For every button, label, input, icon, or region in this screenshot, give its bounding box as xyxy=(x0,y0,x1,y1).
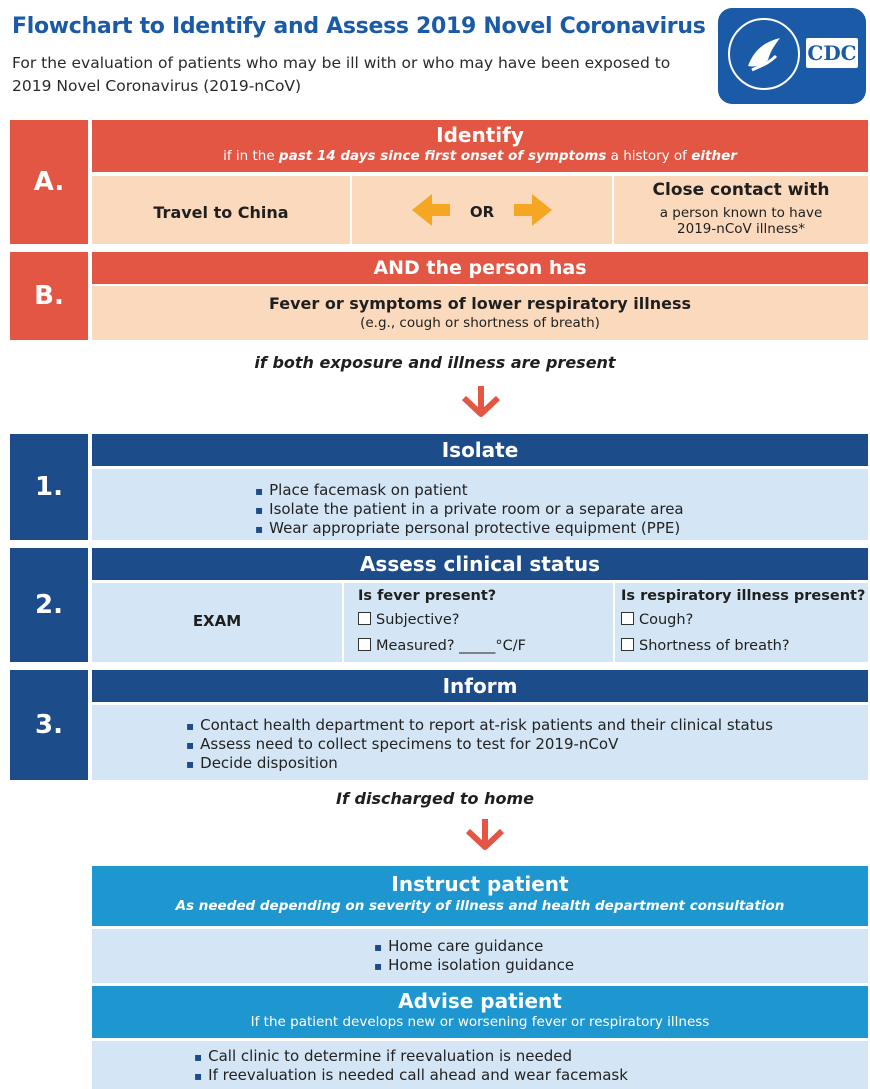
travel-cell xyxy=(92,176,350,244)
contact-cell xyxy=(614,176,868,244)
advise-heading: Advise patient xyxy=(398,989,562,1013)
list-item: Wear appropriate personal protective equ… xyxy=(255,519,684,538)
close-contact-text: a person known to have 2019-nCoV illness… xyxy=(659,205,823,237)
advise-header: Advise patient If the patient develops n… xyxy=(92,986,868,1038)
cough-option[interactable]: Cough? xyxy=(621,612,693,628)
fever-subjective-option[interactable]: Subjective? xyxy=(358,612,459,628)
list-item: Home care guidance xyxy=(374,937,574,956)
step-1-number: 1. xyxy=(10,434,88,540)
instruct-header: Instruct patient As needed depending on … xyxy=(92,866,868,926)
checkbox[interactable] xyxy=(358,612,371,625)
or-label: OR xyxy=(469,203,495,221)
section-b-sub: (e.g., cough or shortness of breath) xyxy=(360,315,600,331)
step-2-body xyxy=(92,583,868,662)
advise-list: Call clinic to determine if reevaluation… xyxy=(194,1047,628,1085)
or-arrows-icon xyxy=(412,194,552,226)
step-3-list: Contact health department to report at-r… xyxy=(186,716,773,773)
step-1-list: Place facemask on patient Isolate the pa… xyxy=(255,481,684,538)
connector-text-1: if both exposure and illness are present xyxy=(254,353,616,372)
section-b-letter: B. xyxy=(10,252,88,340)
close-contact-heading: Close contact with xyxy=(652,180,830,200)
checkbox[interactable] xyxy=(358,638,371,651)
fever-question: Is fever present? xyxy=(358,588,497,604)
cdc-wordmark: CDC xyxy=(806,38,858,68)
list-item: Isolate the patient in a private room or… xyxy=(255,500,683,519)
section-b-main: Fever or symptoms of lower respiratory i… xyxy=(268,294,692,313)
step-1-heading: Isolate xyxy=(92,434,868,466)
cdc-logo: CDC xyxy=(718,8,866,104)
checkbox[interactable] xyxy=(621,638,634,651)
instruct-list: Home care guidance Home isolation guidan… xyxy=(374,937,574,975)
section-a-heading: Identify xyxy=(436,123,524,147)
travel-to-china-text: Travel to China xyxy=(153,203,289,222)
advise-subheading: If the patient develops new or worsening… xyxy=(250,1014,710,1030)
divider xyxy=(613,583,615,662)
instruct-heading: Instruct patient xyxy=(391,872,569,896)
respiratory-question: Is respiratory illness present? xyxy=(621,588,866,604)
list-item: Call clinic to determine if reevaluation… xyxy=(194,1047,628,1066)
list-item: Assess need to collect specimens to test… xyxy=(186,735,773,754)
page-subtitle: For the evaluation of patients who may b… xyxy=(12,54,671,95)
connector-text-2: If discharged to home xyxy=(336,789,534,808)
page-title: Flowchart to Identify and Assess 2019 No… xyxy=(12,14,706,39)
down-arrow-icon xyxy=(461,386,501,417)
or-cell xyxy=(352,176,612,244)
shortness-of-breath-option[interactable]: Shortness of breath? xyxy=(621,638,790,654)
step-2-number: 2. xyxy=(10,548,88,662)
section-b-heading: AND the person has xyxy=(92,252,868,284)
list-item: Decide disposition xyxy=(186,754,773,773)
list-item: Home isolation guidance xyxy=(374,956,574,975)
section-a-subheading: if in the past 14 days since first onset… xyxy=(223,148,737,164)
down-arrow-icon xyxy=(465,819,505,850)
section-a-letter: A. xyxy=(10,120,88,244)
section-a-header: Identify if in the past 14 days since fi… xyxy=(92,120,868,172)
fever-measured-option[interactable]: Measured? _____°C/F xyxy=(358,638,526,654)
instruct-subheading: As needed depending on severity of illne… xyxy=(175,898,785,914)
hhs-seal-icon xyxy=(728,18,800,90)
step-3-number: 3. xyxy=(10,670,88,780)
exam-label: EXAM xyxy=(192,612,242,630)
list-item: Place facemask on patient xyxy=(255,481,684,500)
step-3-heading: Inform xyxy=(92,670,868,702)
list-item: If reevaluation is needed call ahead and… xyxy=(194,1066,628,1085)
divider xyxy=(342,583,344,662)
step-2-heading: Assess clinical status xyxy=(92,548,868,580)
checkbox[interactable] xyxy=(621,612,634,625)
list-item: Contact health department to report at-r… xyxy=(186,716,773,735)
section-b-body xyxy=(92,286,868,340)
